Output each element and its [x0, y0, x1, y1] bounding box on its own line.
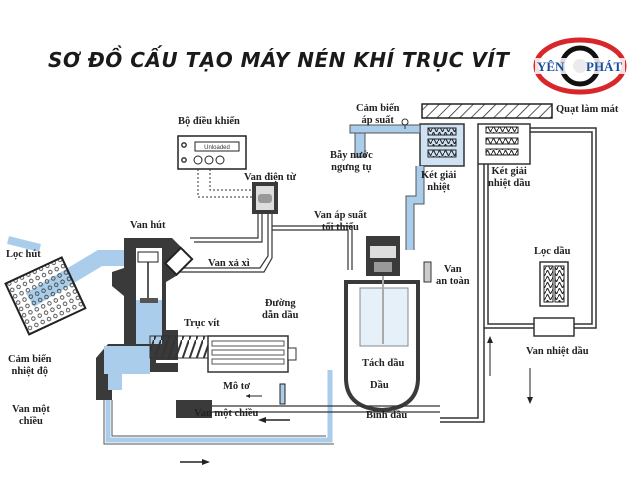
controller: Unloaded: [177, 135, 247, 170]
logo-text-right: PHÁT: [586, 59, 622, 74]
logo-text-left: YÊN: [537, 59, 565, 74]
oil-separator-tank: [344, 236, 420, 413]
label-motor: Mô tơ: [223, 381, 251, 392]
label-cooling-fan: Quạt làm mát: [556, 104, 619, 115]
label-oil-tank: Bình dầu: [366, 410, 408, 421]
label-oil-filter: Lọc dầu: [534, 246, 571, 257]
label-oil-separator: Tách dầu: [362, 358, 405, 369]
controller-display: Unloaded: [204, 145, 230, 151]
air-cooler: [419, 123, 465, 167]
intake-filter: [4, 256, 87, 336]
brand-logo: YÊN PHÁT: [533, 37, 627, 95]
label-controller: Bộ điều khiển: [178, 116, 240, 127]
safety-valve: [423, 261, 432, 283]
solenoid-valve: [252, 182, 278, 214]
label-intake-valve: Van hút: [130, 220, 166, 231]
label-solenoid-valve: Van điện từ: [244, 172, 297, 183]
oil-cooler: [477, 123, 531, 165]
motor: [207, 335, 297, 373]
label-screw: Trục vít: [184, 318, 220, 329]
compressor-body: [96, 238, 211, 400]
label-oil: Dầu: [370, 380, 389, 391]
label-check-valve-bottom: Van một chiều: [194, 408, 259, 419]
check-valve-bottom: [176, 400, 212, 418]
label-blowdown-valve: Van xả xì: [208, 258, 250, 269]
oil-thermo-valve: [533, 317, 575, 337]
cooling-fan: [421, 103, 553, 119]
label-intake-filter: Lọc hút: [6, 249, 41, 260]
blowdown-valve: [163, 246, 194, 277]
label-oil-thermo-valve: Van nhiệt dầu: [526, 346, 589, 357]
oil-filter: [539, 261, 569, 307]
diagram-title: SƠ ĐỒ CẤU TẠO MÁY NÉN KHÍ TRỤC VÍT: [48, 48, 510, 72]
